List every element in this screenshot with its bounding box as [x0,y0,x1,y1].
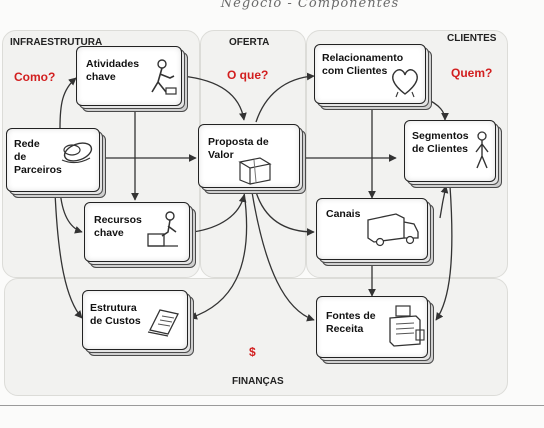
recursos-line1: Recursos [94,214,142,226]
cash-register-icon [389,305,425,347]
proposta-line1: Proposta de [208,136,269,148]
block-fontes-de-receita: Fontes de Receita [316,296,434,364]
arrow-parceiros-custos [54,191,83,319]
handwritten-note: Negocio - Componentes [220,0,400,11]
forklift-icon [147,211,178,247]
arrow-proposta-canais [255,191,315,236]
question-como: Como? [14,70,56,84]
dollar-sign: $ [249,345,256,359]
arrow-proposta-custos [189,191,248,320]
region-title-financas: FINANÇAS [232,376,284,387]
handshake-icon [61,142,93,164]
paper-stack-icon [147,309,179,337]
truck-icon [367,213,419,247]
arrow-segmentos-receita [435,185,453,321]
block-recursos-chave: Recursos chave [84,202,196,268]
block-canais: Canais [316,198,434,266]
parceiros-line3: Parceiros [14,164,62,176]
worker-icon [151,59,177,95]
region-title-oferta: OFERTA [229,37,270,48]
block-relacionamento-com-clientes: Relacionamento com Clientes [314,44,432,110]
atividades-line1: Atividades [86,58,140,70]
block-segmentos-de-clientes: Segmentos de Clientes [404,120,502,188]
page-bottom-line [0,405,544,406]
proposta-line2: Valor [208,149,234,161]
custos-line1: Estrutura [90,302,137,314]
segmentos-line2: de Clientes [412,143,469,155]
arrow-proposta-relacionamento [255,72,315,123]
block-proposta-de-valor: Proposta de Valor [198,124,306,194]
recursos-line2: chave [94,227,124,239]
parceiros-line1: Rede [14,138,40,150]
canais-line1: Canais [326,208,361,220]
arrow-parceiros-atividades [59,77,77,129]
question-quem: Quem? [451,66,493,80]
block-rede-de-parceiros: Rede de Parceiros [6,128,106,198]
region-title-clientes: CLIENTES [447,33,497,44]
question-o-que: O que? [227,68,269,82]
block-atividades-chave: Atividades chave [76,46,188,112]
arrow-atividades-proposta [181,75,247,121]
receita-line2: Receita [326,323,364,335]
arrow-recursos-proposta [192,194,247,233]
region-title-infraestrutura: INFRAESTRUTURA [10,37,103,48]
segmentos-line1: Segmentos [412,130,469,142]
person-icon [475,131,489,169]
receita-line1: Fontes de [326,310,376,322]
custos-line2: de Custos [90,315,141,327]
arrow-canais-segmentos [439,185,449,219]
parceiros-line2: de [14,151,27,163]
atividades-line2: chave [86,71,116,83]
arrow-proposta-receita [251,191,315,322]
relacionamento-line2: com Clientes [322,65,388,77]
gift-box-icon [238,157,272,185]
heart-icon [392,69,418,98]
relacionamento-line1: Relacionamento [322,52,404,64]
block-estrutura-de-custos: Estrutura de Custos [82,290,194,356]
